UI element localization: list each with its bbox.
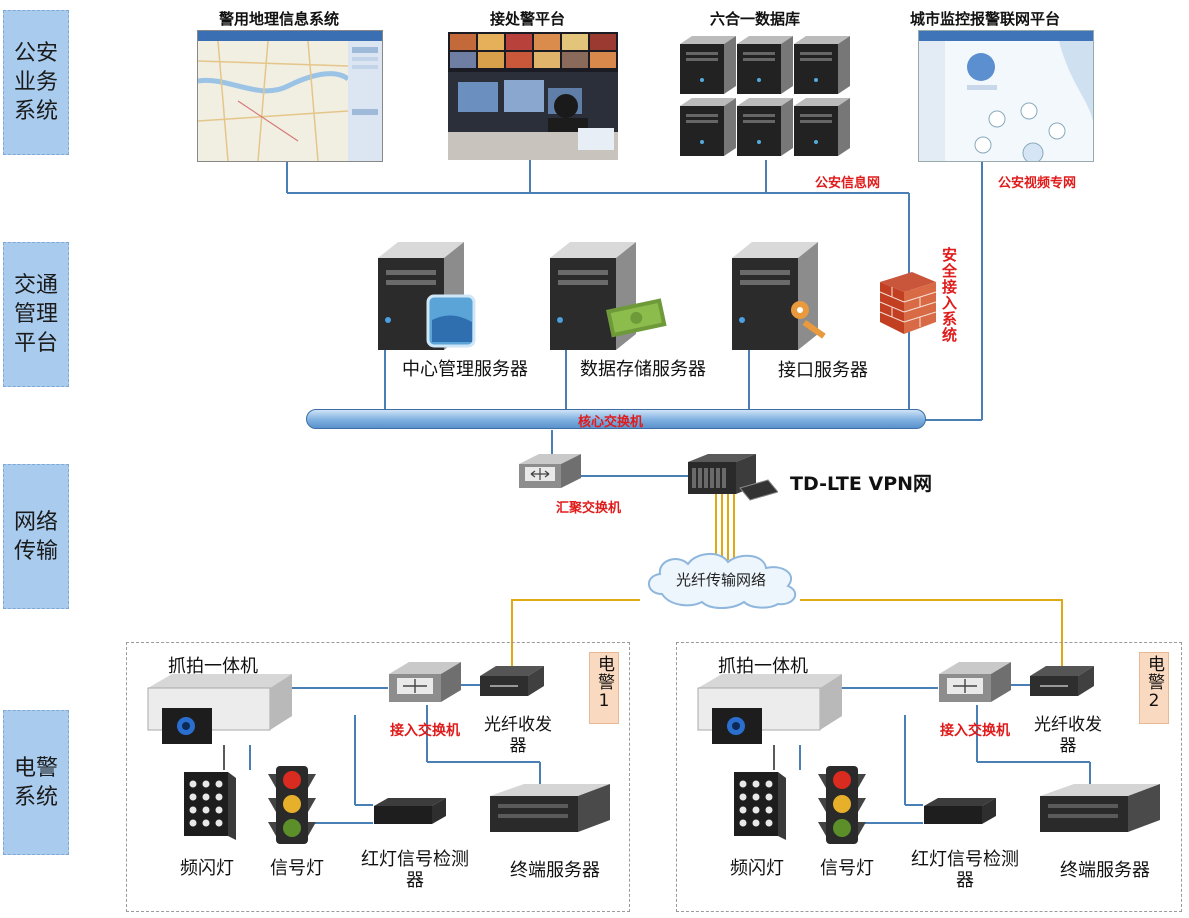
fiber-cloud-icon bbox=[648, 553, 797, 609]
database-title: 六合一数据库 bbox=[710, 10, 801, 28]
station-2-transceiver-icon bbox=[1030, 666, 1094, 696]
fiber-network-label: 光纤传输网络 bbox=[676, 571, 767, 589]
storage-server-label: 数据存储服务器 bbox=[580, 359, 706, 380]
video-platform-title: 城市监控报警联网平台 bbox=[910, 10, 1061, 28]
core-switch-label: 核心交换机 bbox=[578, 415, 644, 430]
station-2-detector-icon bbox=[924, 798, 996, 824]
station-1-camera-icon bbox=[147, 674, 292, 744]
gis-title: 警用地理信息系统 bbox=[219, 10, 340, 28]
station-1-access-switch-label: 接入交换机 bbox=[390, 723, 460, 739]
vpn-router-icon bbox=[688, 454, 778, 501]
station-2-camera-icon bbox=[697, 674, 842, 744]
station-1-flash-label: 频闪灯 bbox=[180, 858, 234, 879]
interface-server-label: 接口服务器 bbox=[778, 360, 868, 381]
map-icon bbox=[198, 40, 382, 161]
tier-public-security: 公安 业务 系统 bbox=[3, 10, 69, 155]
station-2-detector-label: 红灯信号检测器 bbox=[911, 849, 1019, 891]
police-info-network-label: 公安信息网 bbox=[815, 176, 881, 191]
aggregation-switch-label: 汇聚交换机 bbox=[556, 501, 622, 516]
central-server-icon bbox=[378, 242, 476, 350]
station-2-zone bbox=[676, 642, 1182, 912]
station-2-flash-label: 频闪灯 bbox=[730, 858, 784, 879]
database-server-icon bbox=[680, 36, 850, 156]
secure-access-label: 安全接入系统 bbox=[940, 247, 958, 343]
police-video-network-label: 公安视频专网 bbox=[998, 176, 1077, 191]
station-1-transceiver-icon bbox=[480, 666, 544, 696]
storage-server-icon bbox=[550, 242, 667, 350]
station-2-traffic-light-icon bbox=[818, 766, 866, 844]
station-2-access-switch-label: 接入交换机 bbox=[940, 723, 1010, 739]
dispatch-center-photo bbox=[448, 32, 618, 160]
station-2-transceiver-label: 光纤收发器 bbox=[1034, 715, 1102, 756]
station-2-signal-label: 信号灯 bbox=[820, 858, 874, 879]
station-2-access-switch-icon bbox=[939, 662, 1011, 702]
station-1-terminal-server-icon bbox=[490, 784, 610, 832]
station-1-detector-label: 红灯信号检测器 bbox=[361, 849, 469, 891]
station-2-terminal-server-label: 终端服务器 bbox=[1060, 860, 1150, 881]
station-1-badge: 电警1 bbox=[589, 652, 619, 724]
station-2-terminal-server-icon bbox=[1040, 784, 1160, 832]
station-1-detector-icon bbox=[374, 798, 446, 824]
station-1-transceiver-label: 光纤收发器 bbox=[484, 715, 552, 756]
vpn-label: TD-LTE VPN网 bbox=[790, 473, 933, 495]
gis-screenshot bbox=[197, 30, 383, 162]
station-1-access-switch-icon bbox=[389, 662, 461, 702]
dispatch-title: 接处警平台 bbox=[490, 10, 566, 28]
station-1-terminal-server-label: 终端服务器 bbox=[510, 860, 600, 881]
central-server-label: 中心管理服务器 bbox=[402, 359, 528, 380]
tier-traffic-platform: 交通 管理 平台 bbox=[3, 242, 69, 387]
station-1-signal-label: 信号灯 bbox=[270, 858, 324, 879]
station-1-camera-label: 抓拍一体机 bbox=[168, 656, 258, 677]
aggregation-switch-icon bbox=[519, 454, 581, 488]
station-1-zone bbox=[126, 642, 630, 912]
core-switch-bar bbox=[306, 409, 926, 429]
firewall-icon bbox=[879, 272, 937, 334]
video-platform-screenshot bbox=[918, 30, 1094, 162]
station-1-traffic-light-icon bbox=[268, 766, 316, 844]
tier-traffic-police: 电警 系统 bbox=[3, 710, 69, 855]
station-1-flash-lamp-icon bbox=[184, 772, 236, 840]
station-2-badge: 电警2 bbox=[1139, 652, 1169, 724]
station-2-camera-label: 抓拍一体机 bbox=[718, 656, 808, 677]
tier-network: 网络 传输 bbox=[3, 464, 69, 609]
interface-server-icon bbox=[732, 242, 826, 350]
station-2-flash-lamp-icon bbox=[734, 772, 786, 840]
